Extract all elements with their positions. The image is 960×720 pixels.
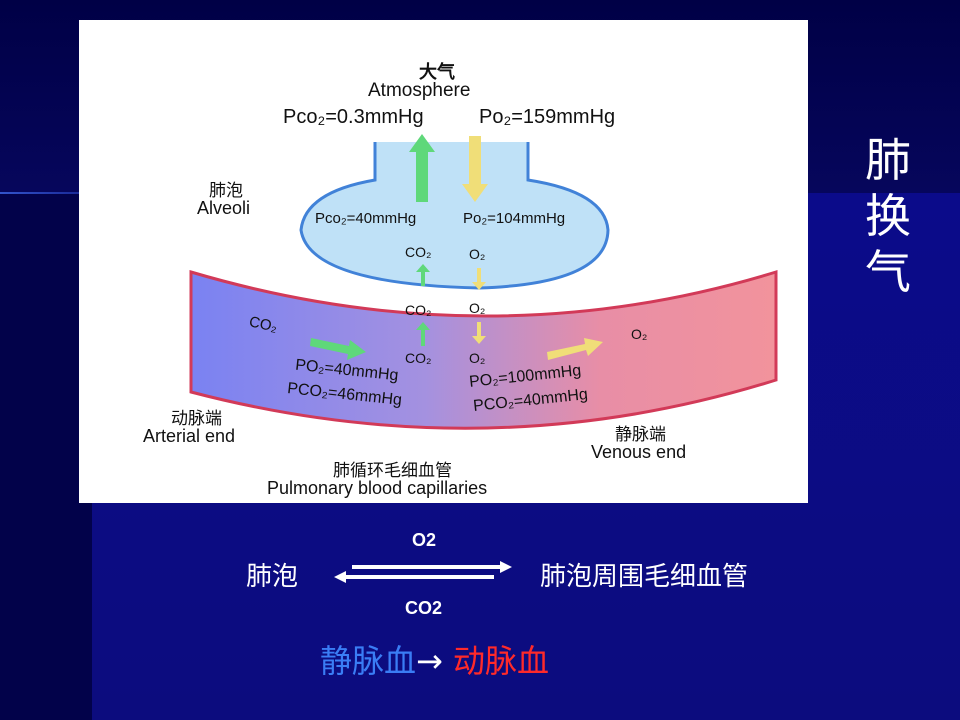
right-arrow-icon: [352, 561, 512, 573]
co2-exit-arrow: [409, 134, 435, 202]
atmosphere-cn-label: 大气: [419, 62, 455, 82]
o2-label-blood: O₂: [469, 350, 486, 366]
o2-enter-arrow: [462, 136, 488, 202]
alveolus-pco2: Pco₂=40mmHg: [315, 210, 417, 227]
o2-down-arrow-2: [472, 322, 486, 344]
atmosphere-pco2: Pco₂=0.3mmHg: [283, 106, 424, 128]
exchange-arrows: [334, 561, 512, 583]
o2-label-alveolus: O₂: [469, 246, 486, 262]
exchange-bottom-gas: CO2: [405, 598, 443, 618]
o2-down-arrow-1: [472, 268, 486, 290]
co2-up-arrow-2: [416, 322, 430, 346]
venous-blood-text: 静脉血: [320, 642, 417, 680]
exchange-right-label: 肺泡周围毛细血管: [540, 562, 749, 592]
title-char-2: 换: [865, 189, 911, 243]
gas-exchange-diagram: 大气 Atmosphere Pco₂=0.3mmHg Po₂=159mmHg 肺…: [79, 20, 808, 503]
decorative-divider: [0, 192, 80, 194]
arterial-end-cn: 动脉端: [171, 409, 222, 428]
slide-title: 肺 换 气: [858, 132, 918, 300]
co2-up-arrow-1: [416, 264, 430, 286]
arterial-end-en: Arterial end: [143, 426, 236, 446]
diagram-svg: [189, 134, 778, 430]
co2-flow-arrow: [310, 338, 366, 360]
exchange-top-gas: O2: [412, 530, 437, 550]
atmosphere-po2: Po₂=159mmHg: [479, 106, 616, 128]
o2-label-wall: O₂: [469, 300, 486, 316]
background-left-band: [0, 193, 92, 720]
alveolus-po2: Po₂=104mmHg: [463, 210, 566, 227]
arterial-blood-text: 动脉血: [453, 642, 550, 680]
venous-end-cn: 静脉端: [615, 425, 666, 444]
co2-label-wall: CO₂: [405, 302, 432, 318]
co2-label-blood: CO₂: [405, 350, 432, 366]
title-char-3: 气: [865, 245, 911, 299]
o2-label-venous: O₂: [631, 326, 648, 342]
o2-flow-arrow: [547, 338, 603, 360]
alveolus-shape: [301, 142, 608, 288]
alveoli-en-label: Alveoli: [197, 198, 251, 218]
conversion-arrow: →: [416, 642, 443, 680]
venous-end-en: Venous end: [591, 442, 687, 462]
exchange-left-label: 肺泡: [246, 562, 299, 592]
title-char-1: 肺: [865, 133, 911, 187]
capillary-en-label: Pulmonary blood capillaries: [267, 478, 488, 498]
co2-label-alveolus: CO₂: [405, 244, 432, 260]
blood-conversion-summary: 静脉血→ 动脉血: [320, 636, 549, 682]
atmosphere-en-label: Atmosphere: [368, 80, 471, 101]
capillary-band: [189, 269, 778, 430]
capillary-cn-label: 肺循环毛细血管: [333, 461, 452, 480]
alveoli-cn-label: 肺泡: [209, 181, 243, 200]
left-arrow-icon: [334, 571, 494, 583]
